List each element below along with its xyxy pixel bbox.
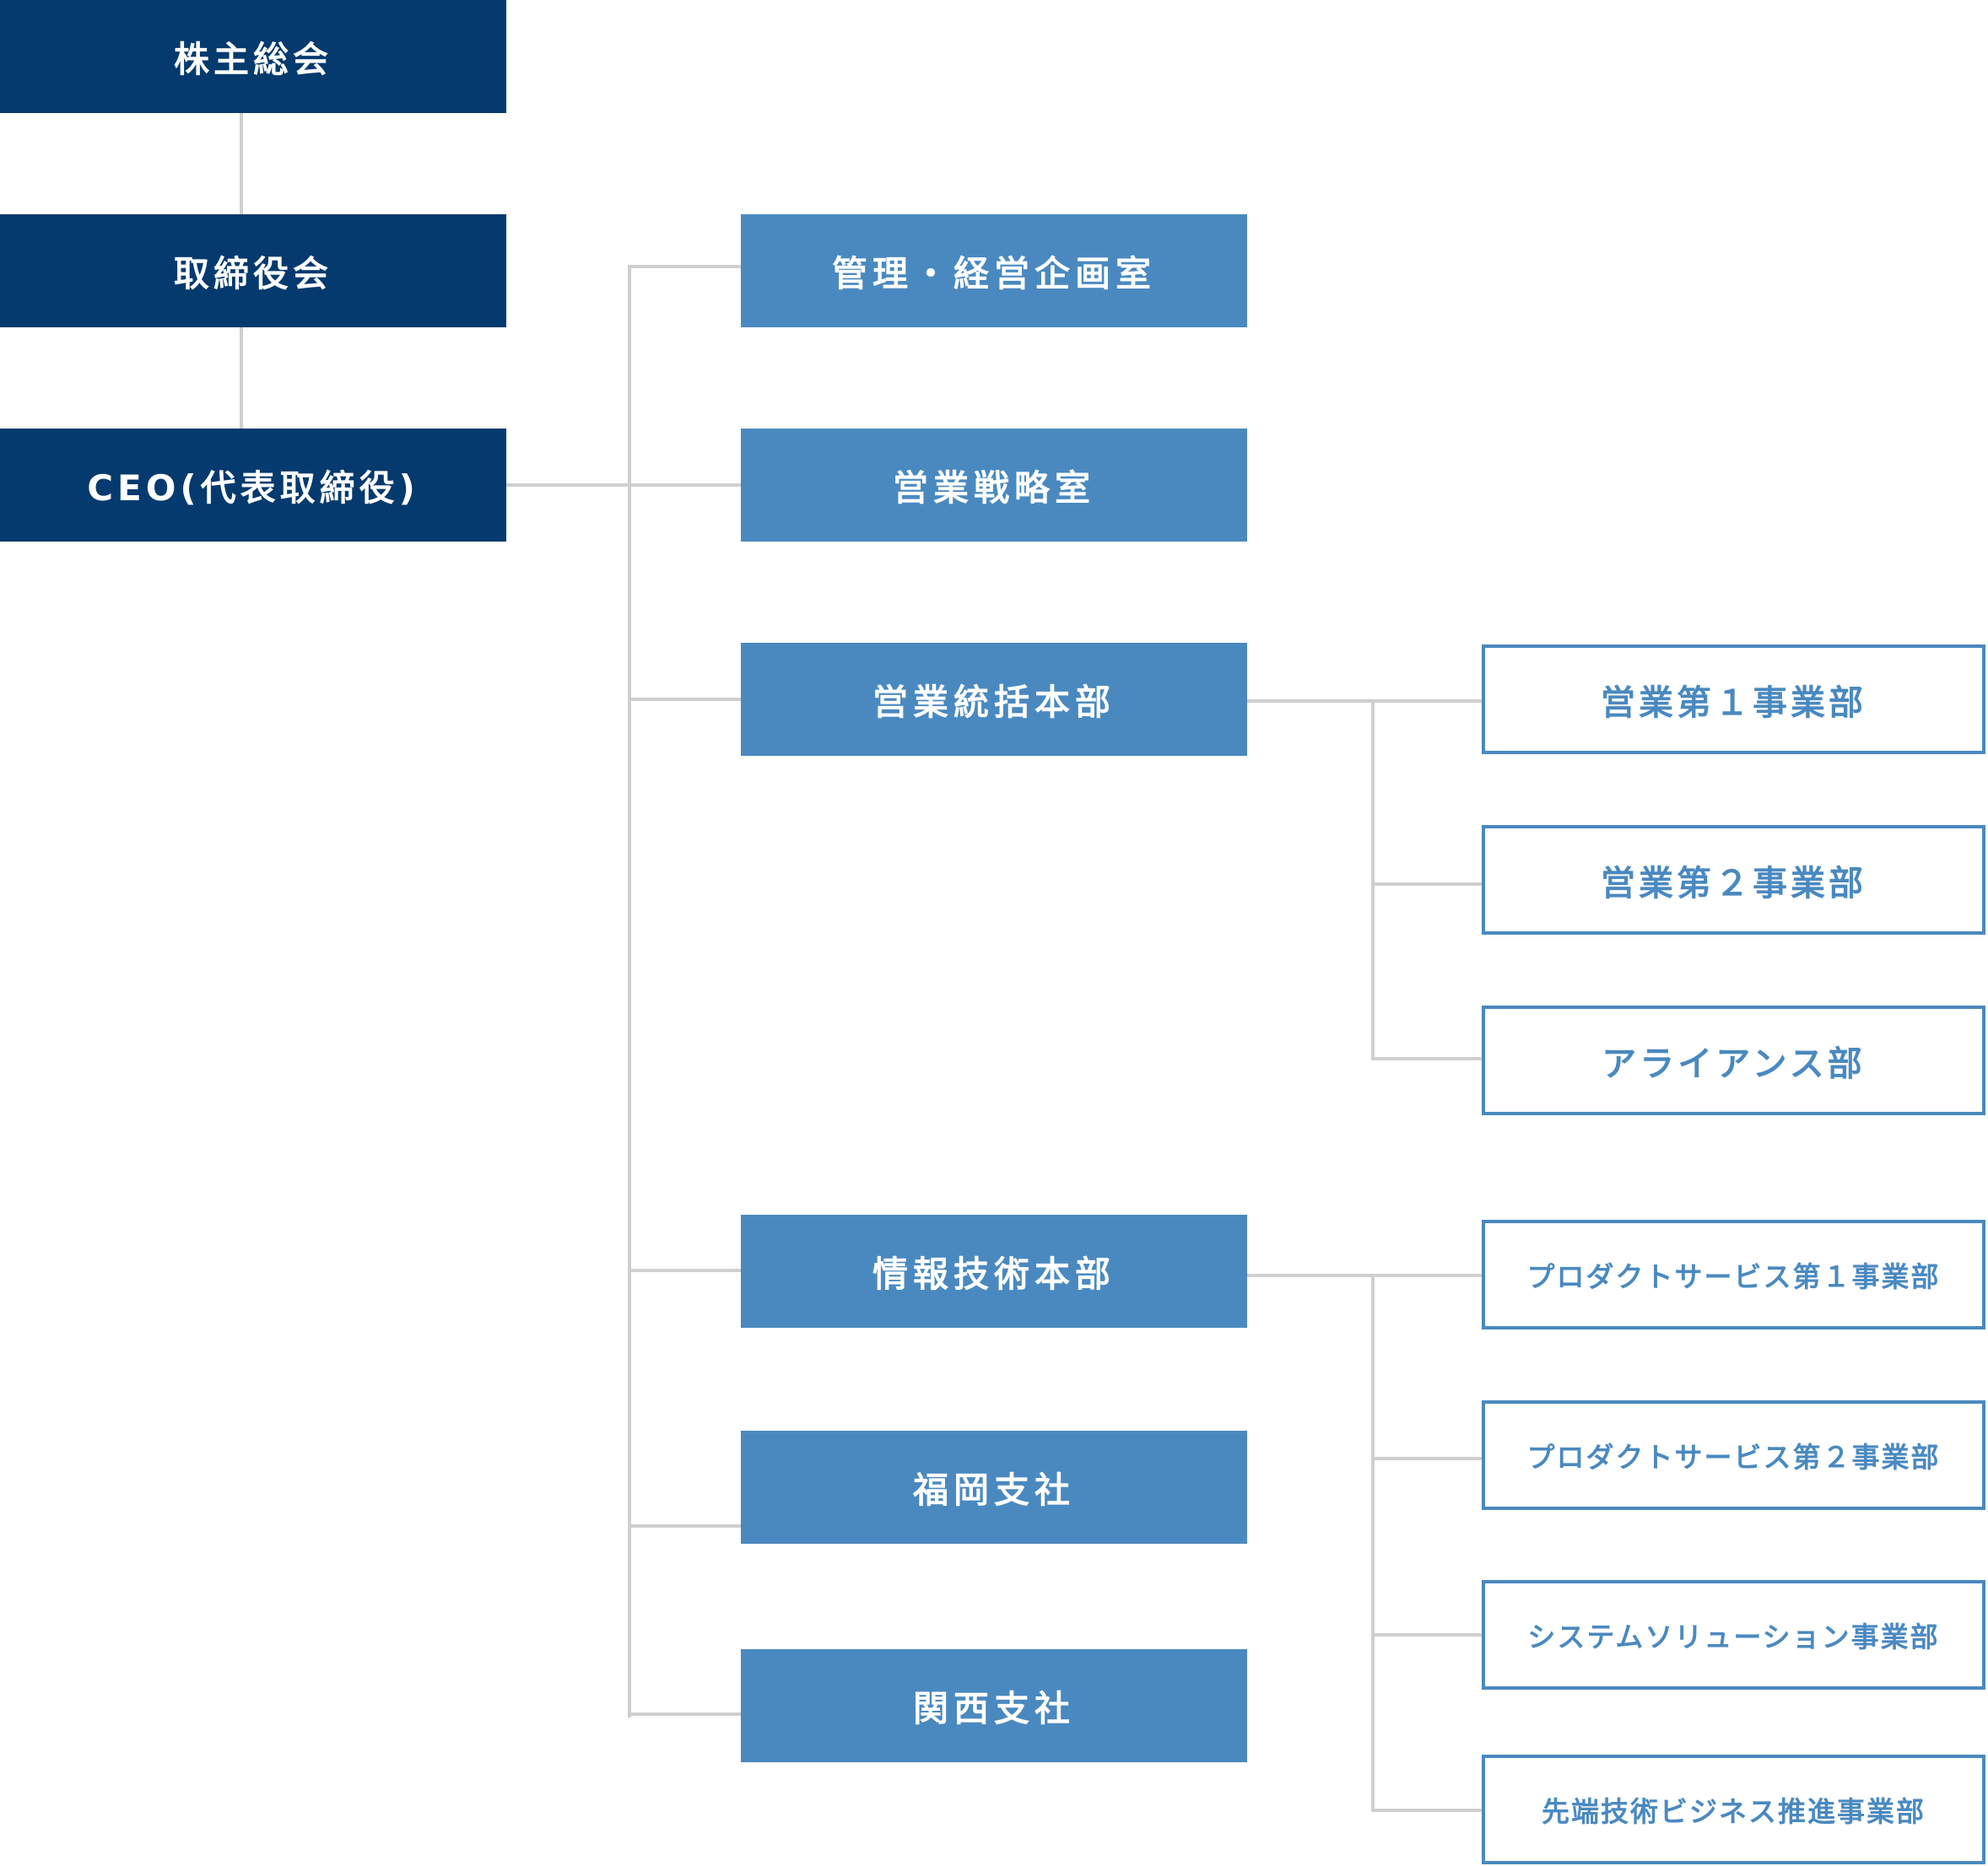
connector-sales-trunk bbox=[1371, 699, 1375, 1060]
management-planning-box: 管理・経営企画室 bbox=[741, 214, 1247, 327]
product-service-dept-1-box: プロダクトサービス第１事業部 bbox=[1482, 1220, 1985, 1329]
product-service-dept-2-box: プロダクトサービス第２事業部 bbox=[1482, 1400, 1985, 1510]
advanced-tech-dept-box: 先端技術ビジネス推進事業部 bbox=[1482, 1755, 1985, 1864]
fukuoka-branch-box: 福岡支社 bbox=[741, 1431, 1247, 1544]
sales-dept-2-box: 営業第２事業部 bbox=[1482, 825, 1985, 935]
connector-branch-management bbox=[628, 265, 741, 268]
connector-branch-alliance bbox=[1371, 1057, 1482, 1060]
connector-sales-hq-out bbox=[1247, 699, 1482, 703]
connector-board-ceo bbox=[240, 327, 243, 429]
system-solution-dept-box: システムソリューション事業部 bbox=[1482, 1580, 1985, 1690]
connector-branch-fukuoka bbox=[628, 1524, 741, 1528]
connector-shareholders-board bbox=[240, 113, 243, 214]
sales-strategy-box: 営業戦略室 bbox=[741, 429, 1247, 542]
connector-branch-advanced-tech bbox=[1371, 1809, 1482, 1812]
it-hq-box: 情報技術本部 bbox=[741, 1215, 1247, 1328]
connector-it-trunk bbox=[1371, 1274, 1375, 1812]
kansai-branch-box: 関西支社 bbox=[741, 1649, 1247, 1762]
connector-branch-kansai bbox=[628, 1712, 741, 1716]
shareholders-meeting-box: 株主総会 bbox=[0, 0, 506, 113]
connector-ceo-trunk bbox=[506, 483, 629, 487]
connector-branch-product2 bbox=[1371, 1457, 1482, 1460]
connector-branch-sales-hq bbox=[628, 698, 741, 701]
alliance-dept-box: アライアンス部 bbox=[1482, 1006, 1985, 1115]
connector-division-trunk bbox=[628, 265, 631, 1718]
connector-branch-system-solution bbox=[1371, 1633, 1482, 1637]
board-of-directors-box: 取締役会 bbox=[0, 214, 506, 327]
connector-it-hq-out bbox=[1247, 1274, 1482, 1277]
sales-dept-1-box: 営業第１事業部 bbox=[1482, 644, 1985, 754]
connector-branch-sales2 bbox=[1371, 882, 1482, 886]
ceo-box: CEO(代表取締役) bbox=[0, 429, 506, 542]
connector-branch-sales-strategy bbox=[628, 483, 741, 487]
connector-branch-it-hq bbox=[628, 1269, 741, 1272]
sales-hq-box: 営業統括本部 bbox=[741, 643, 1247, 756]
